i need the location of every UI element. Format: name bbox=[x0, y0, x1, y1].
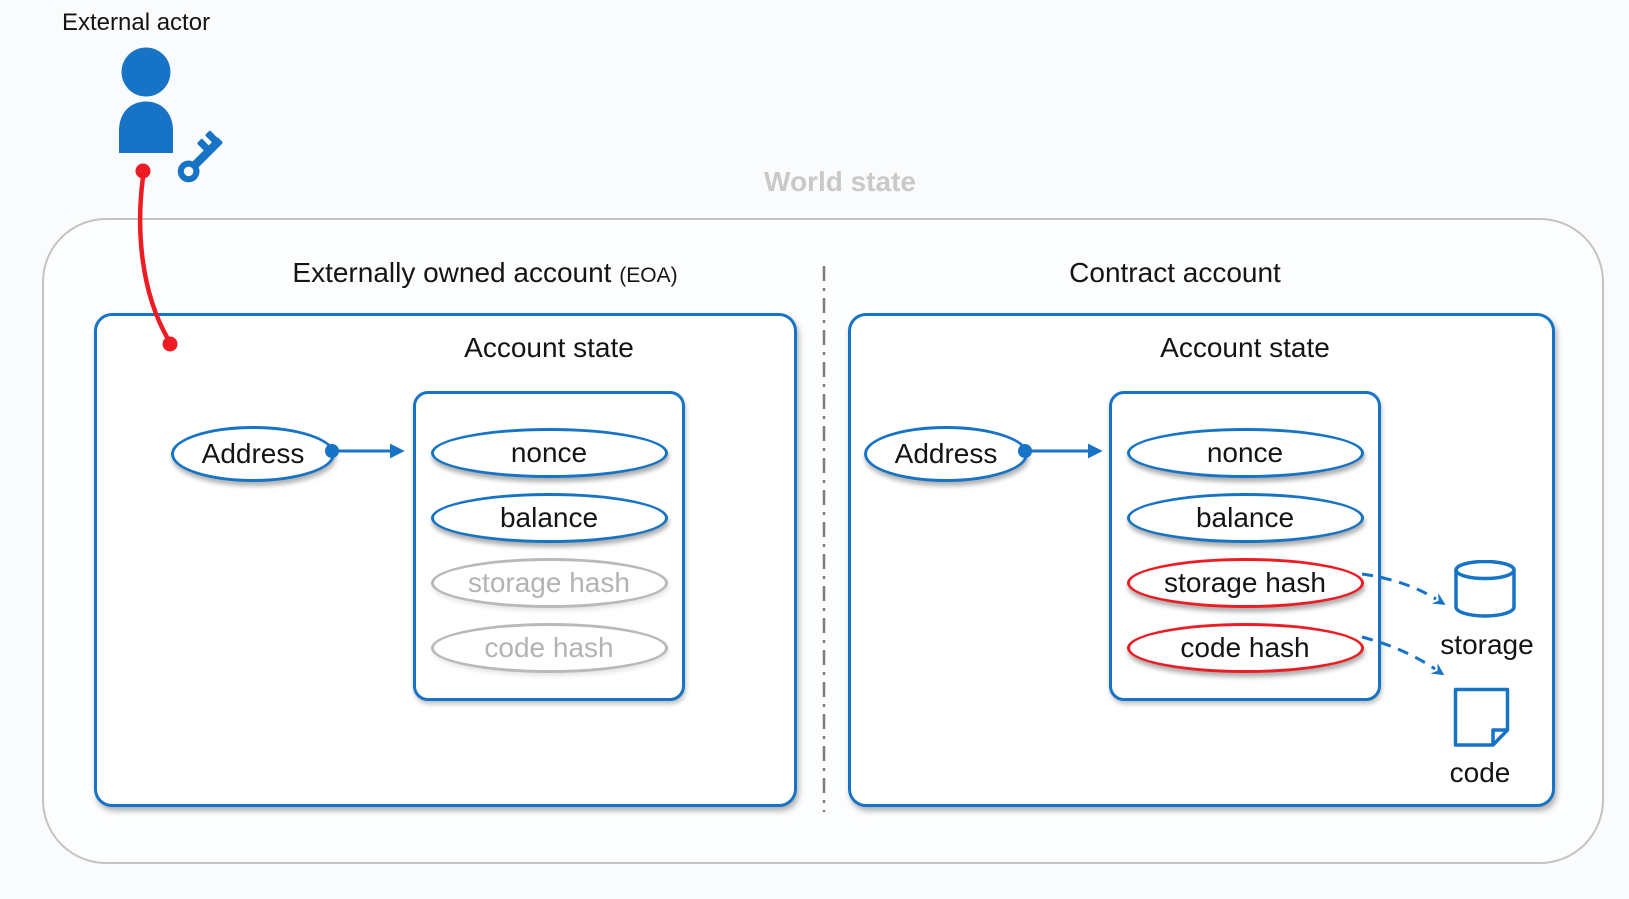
contract-field-ellipse-nonce: nonce bbox=[1126, 428, 1364, 478]
contract-address-ellipse: Address bbox=[864, 426, 1028, 482]
contract-field-ellipse-code-hash: code hash bbox=[1126, 623, 1364, 673]
eoa-panel-title: Externally owned account (EOA) bbox=[130, 255, 840, 291]
eoa-field-ellipse-code-hash: code hash bbox=[430, 623, 668, 673]
eoa-field-ellipse-nonce: nonce bbox=[430, 428, 668, 478]
contract-title-text: Contract account bbox=[1069, 257, 1281, 288]
eoa-account-state-title: Account state bbox=[464, 332, 634, 363]
database-cylinder-icon bbox=[1453, 560, 1517, 618]
contract-field-ellipse-balance: balance bbox=[1126, 493, 1364, 543]
contract-panel-title: Contract account bbox=[848, 255, 1502, 291]
eoa-account-state-box: nonce balance storage hash code hash bbox=[413, 391, 685, 701]
eoa-title-text: Externally owned account bbox=[292, 257, 612, 288]
external-actor-label: External actor bbox=[62, 9, 211, 36]
eoa-title-suffix: (EOA) bbox=[619, 264, 678, 287]
connector-start-dot bbox=[135, 163, 151, 179]
person-icon bbox=[117, 47, 175, 153]
contract-account-state-title: Account state bbox=[1160, 332, 1330, 363]
storage-label: storage bbox=[1440, 629, 1534, 660]
contract-account-state-box: nonce balance storage hash code hash bbox=[1109, 391, 1381, 701]
code-label: code bbox=[1449, 757, 1511, 788]
document-icon bbox=[1453, 687, 1510, 747]
eoa-address-ellipse: Address bbox=[171, 426, 335, 482]
contract-field-ellipse-storage-hash: storage hash bbox=[1126, 558, 1364, 608]
world-state-label: World state bbox=[764, 166, 916, 197]
eoa-field-ellipse-balance: balance bbox=[430, 493, 668, 543]
eoa-panel: Account state nonce balance storage hash… bbox=[94, 313, 797, 807]
key-icon bbox=[172, 124, 236, 188]
contract-panel: Account state nonce balance storage hash… bbox=[848, 313, 1555, 807]
eoa-field-ellipse-storage-hash: storage hash bbox=[430, 558, 668, 608]
